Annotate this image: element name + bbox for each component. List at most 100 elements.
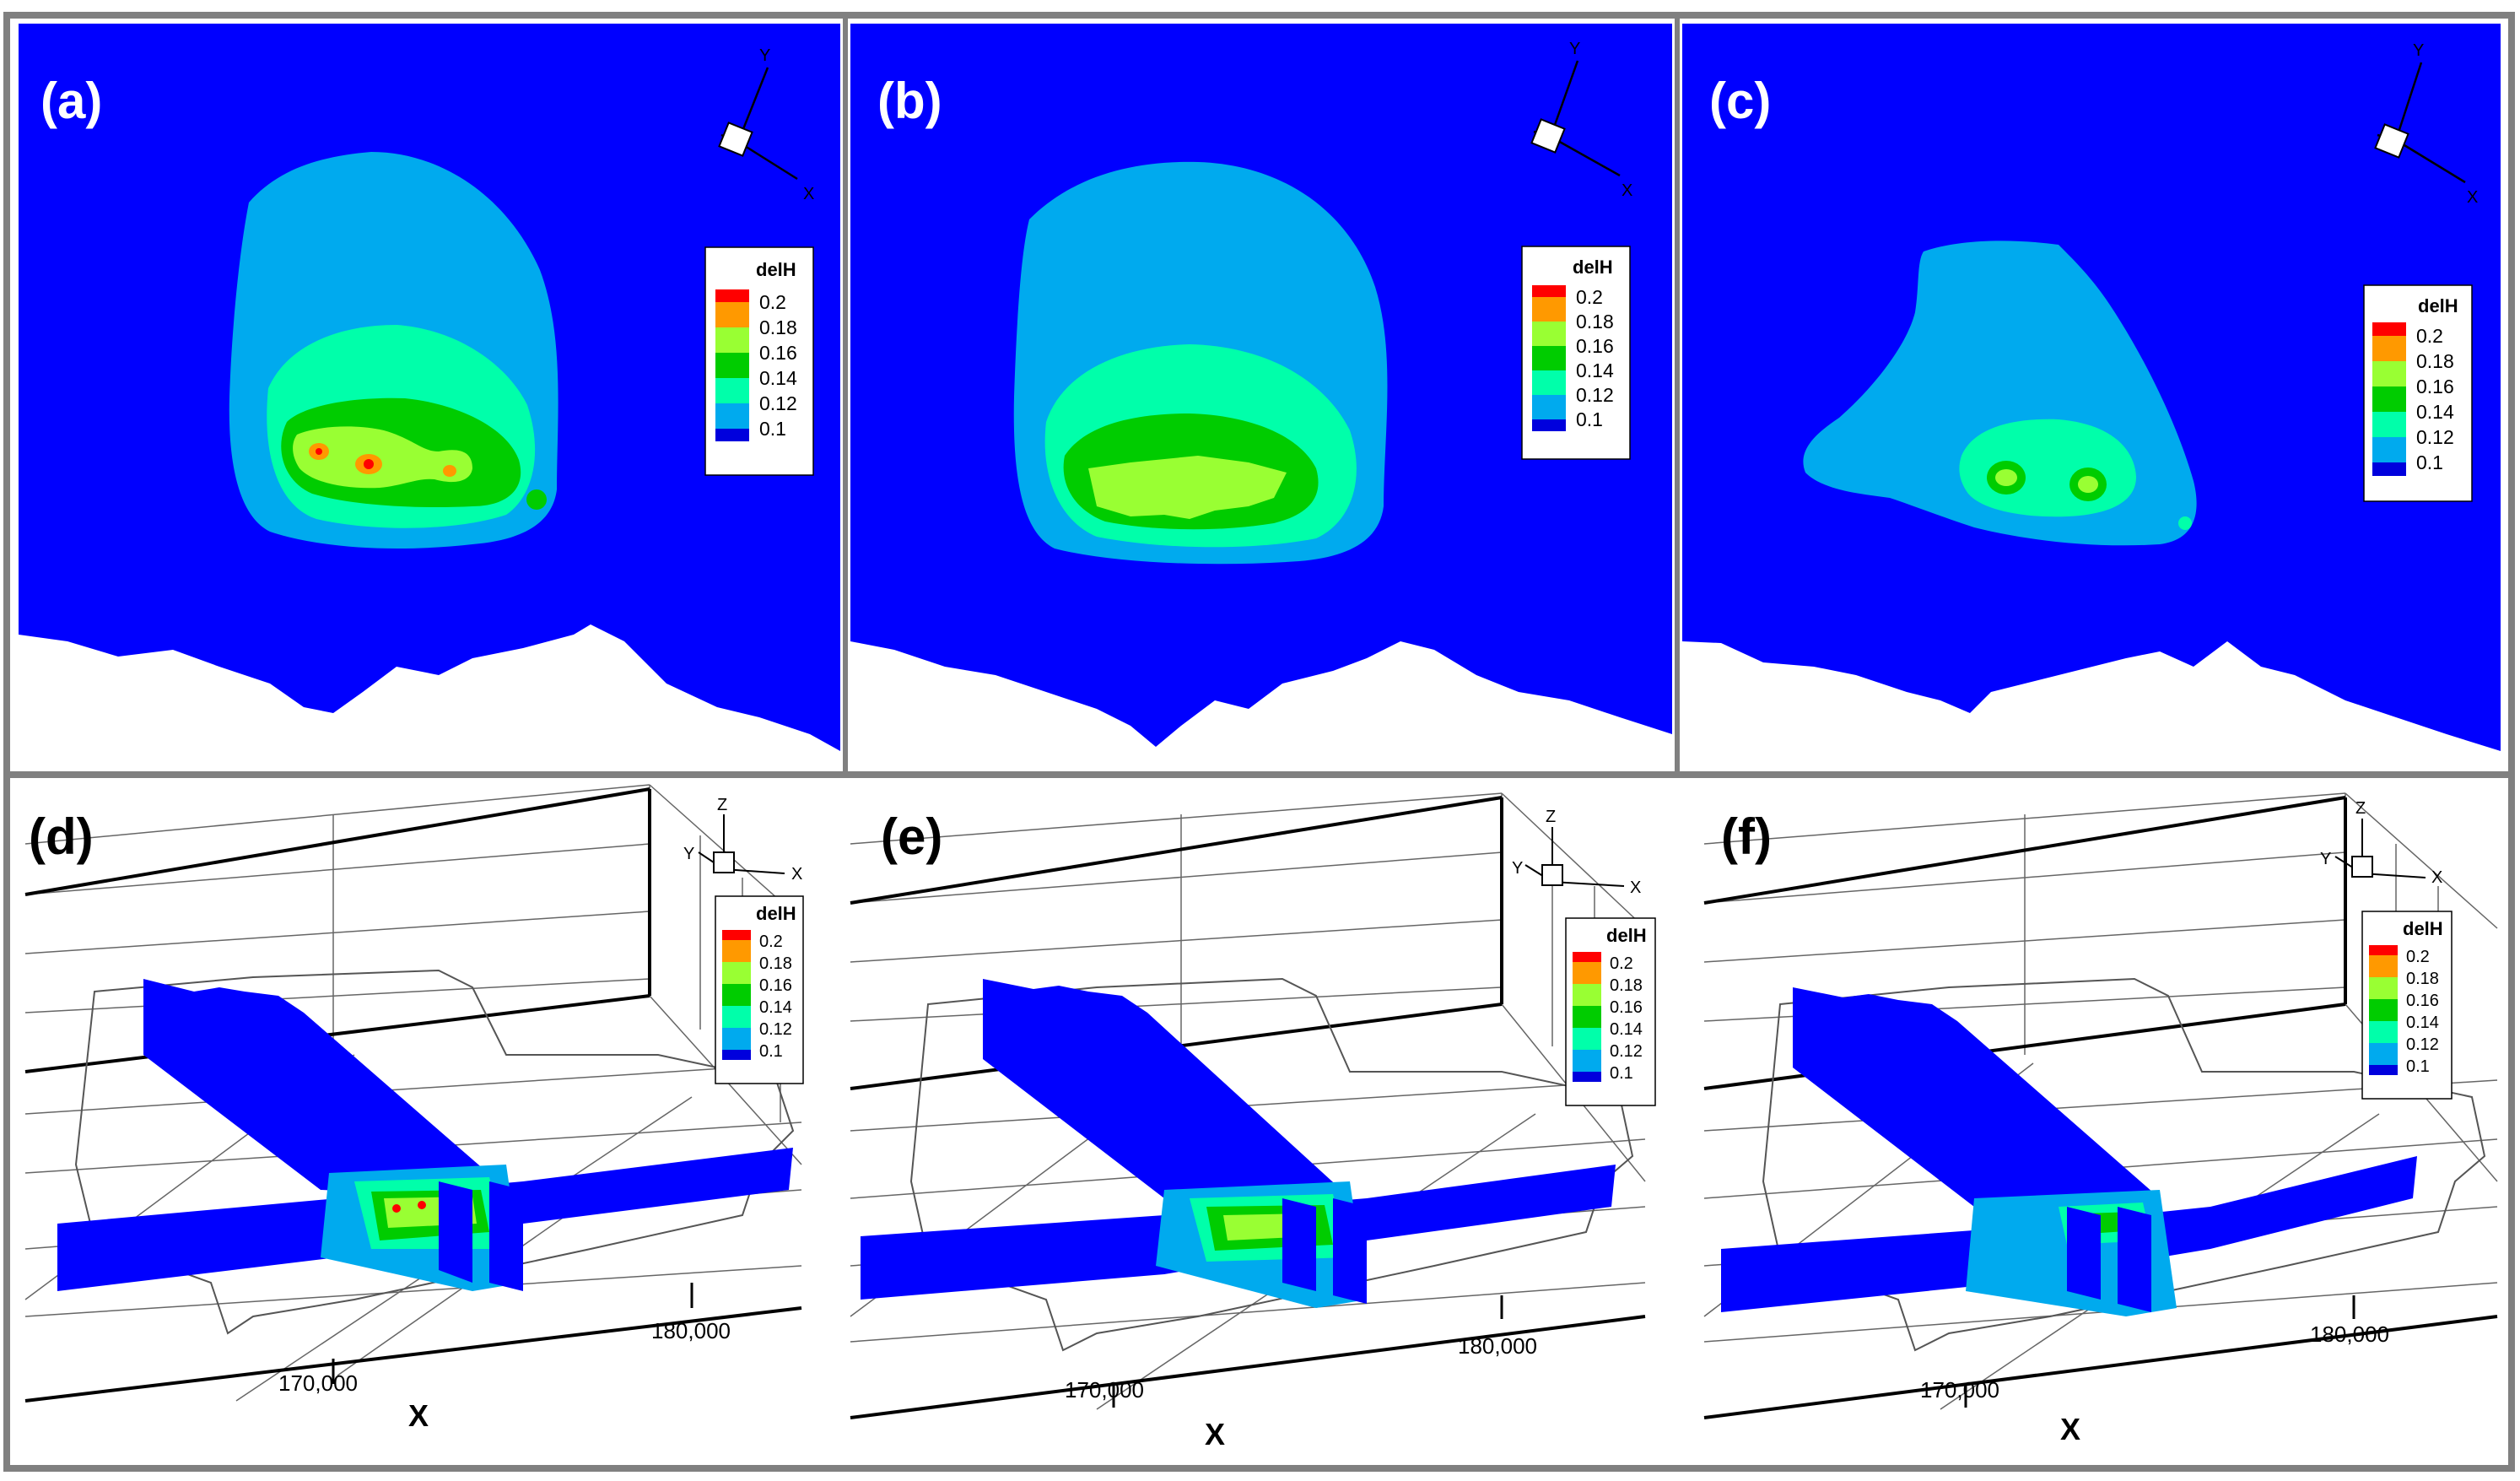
panel-e-legend-swatch-2 — [1573, 984, 1601, 1006]
panel-e-legend-swatch-1 — [1573, 962, 1601, 984]
panel-a-peak-2-core — [364, 459, 374, 469]
panel-e-x-title: X — [1205, 1417, 1225, 1451]
panel-d-legend-label-2: 0.16 — [759, 976, 792, 995]
panel-a-legend-label-5: 0.1 — [759, 418, 786, 440]
panel-c-legend: delH 0.2 0.18 0.16 0.14 0.12 0.1 — [2363, 284, 2473, 502]
panel-d — [24, 784, 802, 1403]
panel-c-legend-label-2: 0.16 — [2416, 376, 2454, 397]
panel-d-fin-2 — [489, 1181, 523, 1291]
panel-d-axis-y: Y — [683, 845, 694, 863]
panel-e-front-edge — [850, 1315, 1646, 1419]
panel-f-legend-swatch-5 — [2369, 1043, 2398, 1065]
panel-c-legend-label-1: 0.18 — [2416, 350, 2454, 372]
panel-a — [19, 24, 840, 770]
panel-c-legend-swatch-1 — [2372, 336, 2406, 361]
panel-c-legend-swatch-0 — [2372, 322, 2406, 336]
panel-f-x-title: X — [2060, 1412, 2080, 1446]
panel-f-grid — [1703, 792, 2498, 1410]
panel-e-legend-label-3: 0.14 — [1610, 1020, 1643, 1039]
panel-d-peak-2 — [418, 1201, 426, 1209]
panel-f-legend-swatch-6 — [2369, 1065, 2398, 1075]
panel-e-axis-z: Z — [1546, 808, 1556, 826]
panel-b-legend-swatch-4 — [1532, 370, 1566, 395]
panel-a-axis-x: X — [803, 185, 814, 203]
panel-b-legend-label-3: 0.14 — [1576, 359, 1614, 381]
panel-f-legend-label-1: 0.18 — [2406, 970, 2439, 988]
panel-f-axis-x: X — [2431, 868, 2442, 887]
panel-f-tick-label-1: 170,000 — [1920, 1377, 1999, 1403]
panel-d-legend-swatch-3 — [722, 984, 751, 1006]
panel-b-legend-swatch-1 — [1532, 297, 1566, 322]
panel-e-slice-ns — [983, 979, 1341, 1207]
panel-a-legend-swatch-2 — [715, 327, 749, 353]
panel-c-axis-x: X — [2467, 188, 2478, 207]
panel-a-legend-swatch-3 — [715, 353, 749, 378]
panel-e — [850, 792, 1646, 1419]
panel-f-label: (f) — [1721, 808, 1772, 865]
panel-f — [1703, 792, 2498, 1419]
panel-f-legend-label-5: 0.1 — [2406, 1057, 2430, 1076]
panel-e-legend-label-0: 0.2 — [1610, 954, 1633, 973]
panel-c-legend-swatch-2 — [2372, 361, 2406, 386]
panel-c-legend-title: delH — [2418, 295, 2458, 316]
panel-f-legend: delH 0.2 0.18 0.16 0.14 0.12 0.1 — [2361, 911, 2453, 1100]
panel-f-back-edge — [1703, 796, 2346, 905]
panel-a-contour-0.16 — [293, 426, 472, 489]
outer-frame — [3, 12, 2515, 1472]
panel-f-legend-title: delH — [2403, 918, 2443, 939]
panel-d-axis-x: X — [791, 865, 802, 884]
panel-d-label: (d) — [29, 808, 94, 865]
panel-c-peak-1-inner — [1995, 469, 2017, 486]
panel-d-legend-label-4: 0.12 — [759, 1020, 792, 1039]
panel-c-peak-2-inner — [2078, 476, 2098, 493]
panel-c-legend-swatch-4 — [2372, 412, 2406, 437]
panel-d-legend-label-5: 0.1 — [759, 1042, 783, 1061]
panel-a-legend-swatch-5 — [715, 403, 749, 429]
panel-c-legend-swatch-5 — [2372, 437, 2406, 462]
panel-b-legend-label-0: 0.2 — [1576, 286, 1603, 308]
panel-d-peak-1 — [392, 1204, 401, 1213]
panel-f-front-edge — [1703, 1315, 2498, 1419]
panel-a-land — [19, 624, 840, 770]
panel-a-legend-swatch-1 — [715, 302, 749, 327]
panel-f-legend-label-3: 0.14 — [2406, 1013, 2439, 1032]
panel-a-legend-swatch-4 — [715, 378, 749, 403]
panel-f-legend-swatch-4 — [2369, 1021, 2398, 1043]
panel-d-x-title: X — [408, 1398, 429, 1433]
panel-b-legend-label-5: 0.1 — [1576, 408, 1603, 430]
panel-d-legend-label-0: 0.2 — [759, 932, 783, 951]
panel-a-legend-label-4: 0.12 — [759, 392, 797, 414]
panel-d-legend-title: delH — [756, 903, 796, 924]
panel-a-legend-label-1: 0.18 — [759, 316, 797, 338]
panel-d-axis-z: Z — [717, 796, 727, 814]
panel-e-legend-swatch-6 — [1573, 1072, 1601, 1082]
panel-e-back-edge — [850, 796, 1503, 905]
panel-b-legend: delH 0.2 0.18 0.16 0.14 0.12 0.1 — [1521, 246, 1631, 460]
panel-b-axis-box — [1530, 118, 1566, 154]
panel-a-legend-label-2: 0.16 — [759, 342, 797, 364]
panel-a-legend-swatch-6 — [715, 429, 749, 441]
panel-b-label: (b) — [877, 73, 942, 129]
panel-e-legend: delH 0.2 0.18 0.16 0.14 0.12 0.1 — [1565, 917, 1656, 1106]
panel-a-peak-3 — [443, 465, 456, 477]
panel-e-legend-swatch-4 — [1573, 1028, 1601, 1050]
panel-e-legend-swatch-3 — [1573, 1006, 1601, 1028]
panel-d-grid — [24, 784, 802, 1402]
panel-a-legend: delH 0.2 0.18 0.16 0.14 0.12 0.1 — [704, 246, 814, 476]
panel-d-axis-triad — [698, 814, 785, 874]
panel-d-legend-swatch-0 — [722, 930, 751, 940]
panel-c-legend-label-0: 0.2 — [2416, 325, 2443, 347]
panel-e-tick-label-1: 170,000 — [1065, 1377, 1144, 1403]
panel-d-slice-ns — [143, 979, 498, 1198]
panel-a-legend-label-0: 0.2 — [759, 291, 786, 313]
panel-b-legend-label-1: 0.18 — [1576, 311, 1614, 332]
panel-a-axis-y: Y — [759, 46, 770, 65]
panel-d-legend: delH 0.2 0.18 0.16 0.14 0.12 0.1 — [715, 895, 804, 1084]
panel-c-legend-label-5: 0.1 — [2416, 451, 2443, 473]
panel-f-slice-ns — [1793, 987, 2160, 1215]
panel-d-floor-back — [24, 994, 650, 1073]
panel-f-fin-2 — [2118, 1207, 2151, 1312]
panel-d-tick-label-1: 170,000 — [278, 1370, 358, 1396]
panel-c-legend-label-3: 0.14 — [2416, 401, 2454, 423]
